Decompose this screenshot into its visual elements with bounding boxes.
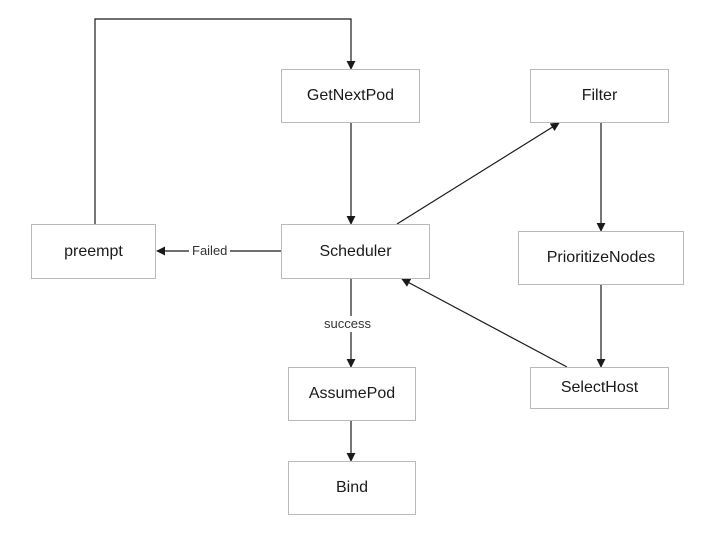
node-getnextpod-label: GetNextPod [306, 87, 395, 104]
node-preempt: preempt [31, 224, 156, 279]
node-getnextpod: GetNextPod [281, 69, 420, 123]
edge-label-success: success [321, 316, 374, 332]
node-filter-label: Filter [581, 87, 618, 104]
node-scheduler: Scheduler [281, 224, 430, 279]
node-bind: Bind [288, 461, 416, 515]
node-assumepod: AssumePod [288, 367, 416, 421]
node-selecthost-label: SelectHost [560, 379, 639, 396]
node-prioritizenodes-label: PrioritizeNodes [546, 249, 656, 266]
node-preempt-label: preempt [64, 242, 123, 260]
node-assumepod-label: AssumePod [308, 385, 396, 402]
node-selecthost: SelectHost [530, 367, 669, 409]
edge-scheduler-filter [396, 122, 560, 225]
edge-preempt-getnextpod [94, 18, 356, 224]
node-filter: Filter [530, 69, 669, 123]
edge-label-failed: Failed [189, 243, 231, 259]
node-bind-label: Bind [335, 479, 369, 496]
node-scheduler-label: Scheduler [319, 242, 392, 260]
node-prioritizenodes: PrioritizeNodes [518, 231, 684, 285]
edge-selecthost-scheduler [401, 278, 568, 368]
